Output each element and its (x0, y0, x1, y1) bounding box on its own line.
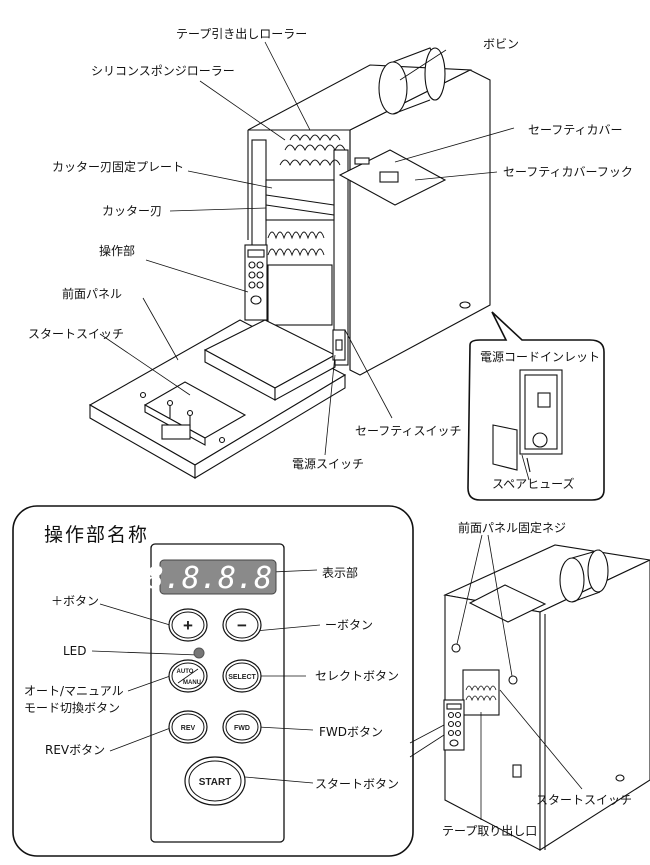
svg-text:MANU: MANU (183, 680, 201, 686)
svg-text:AUTO: AUTO (177, 669, 194, 675)
svg-text:SELECT: SELECT (228, 674, 256, 681)
label-display: 表示部 (322, 566, 359, 580)
rev-button[interactable]: REV (168, 710, 208, 744)
label-cutter-plate: カッター刃固定プレート (52, 160, 185, 174)
label-cutter-blade: カッター刃 (102, 204, 163, 218)
label-tape-outlet: テープ取り出し口 (442, 824, 538, 838)
svg-text:REV: REV (181, 725, 196, 732)
svg-text:−: − (237, 616, 247, 635)
assembled-machine-drawing (443, 544, 650, 852)
label-start-button: スタートボタン (315, 777, 400, 791)
svg-text:+: + (183, 616, 193, 635)
label-led: LED (63, 644, 87, 658)
label-auto-manual-button: オート/マニュアル モード切換ボタン (24, 684, 124, 715)
svg-text:START: START (199, 777, 232, 788)
label-rev-button: REVボタン (45, 743, 106, 757)
control-panel-widgets: 8.8.8.8. + − AUTO MANU SELECT REV (146, 559, 291, 806)
display-digits: 8.8.8.8. (146, 561, 291, 596)
label-start-switch: スタートスイッチ (28, 327, 125, 341)
start-button[interactable]: START (184, 756, 246, 806)
fwd-button[interactable]: FWD (222, 710, 262, 744)
label-safety-switch: セーフティスイッチ (355, 424, 462, 438)
label-power-inlet: 電源コードインレット (480, 350, 601, 364)
label-front-panel-screw: 前面パネル固定ネジ (458, 521, 567, 535)
label-bobbin: ボビン (483, 37, 520, 51)
label-select-button: セレクトボタン (315, 669, 400, 683)
label-minus-button: ーボタン (325, 618, 374, 632)
led-indicator (193, 647, 205, 659)
minus-button[interactable]: − (222, 608, 262, 642)
svg-text:FWD: FWD (234, 725, 250, 732)
plus-button[interactable]: + (168, 608, 208, 642)
inlet-callout-bubble (467, 311, 605, 501)
label-safety-cover-hook: セーフティカバーフック (503, 165, 633, 179)
label-plus-button: ＋ボタン (51, 594, 100, 608)
label-operation-unit: 操作部 (99, 244, 136, 258)
label-power-switch: 電源スイッチ (292, 457, 365, 471)
label-front-panel: 前面パネル (62, 287, 123, 301)
label-fwd-button: FWDボタン (319, 725, 384, 739)
label-safety-cover: セーフティカバー (528, 123, 623, 137)
control-panel-title: 操作部名称 (44, 524, 150, 546)
open-machine-drawing (88, 47, 491, 479)
label-silicone-sponge-roller: シリコンスポンジローラー (91, 64, 235, 78)
select-button[interactable]: SELECT (222, 659, 262, 693)
label-start-switch-2: スタートスイッチ (536, 793, 633, 807)
label-tape-pull-roller: テープ引き出しローラー (176, 27, 308, 41)
display-window (159, 559, 277, 595)
auto-manu-button[interactable]: AUTO MANU (168, 659, 208, 693)
label-spare-fuse: スペアヒューズ (492, 477, 575, 491)
leader-lines (91, 41, 583, 820)
